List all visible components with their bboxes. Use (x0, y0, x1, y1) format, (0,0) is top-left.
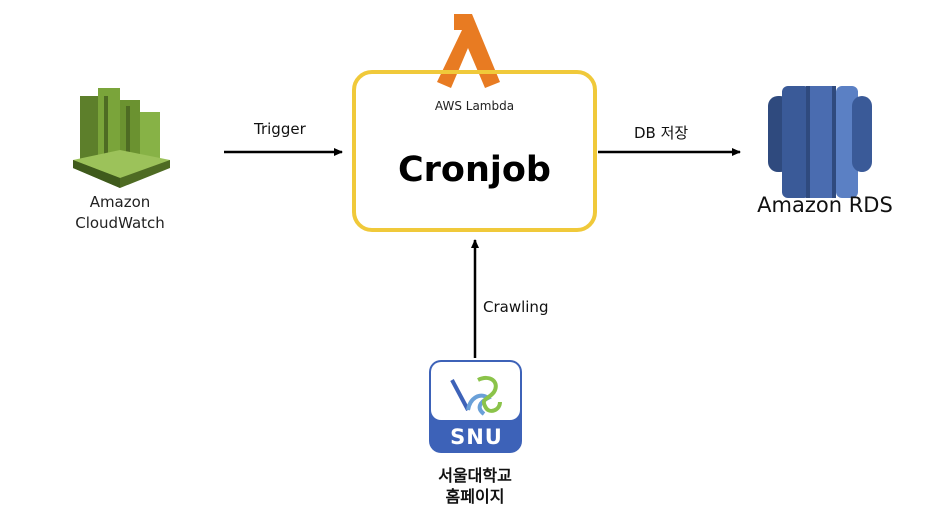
lambda-function-box (352, 70, 597, 232)
crawling-label: Crawling (483, 298, 549, 316)
trigger-label: Trigger (254, 120, 306, 138)
cloudwatch-label-line1: Amazon (89, 193, 151, 211)
db-save-label: DB 저장 (634, 124, 689, 142)
cloudwatch-label: Amazon CloudWatch (60, 192, 180, 234)
snu-logo-icon (429, 360, 522, 453)
cloudwatch-icon (73, 88, 170, 188)
snu-label-line2: 홈페이지 (445, 487, 505, 506)
cronjob-title: Cronjob (397, 150, 551, 190)
rds-label: Amazon RDS (757, 193, 893, 217)
lambda-icon (437, 14, 500, 88)
snu-label-line1: 서울대학교 (438, 466, 512, 485)
rds-icon (768, 86, 872, 198)
snu-badge-text: SNU (450, 425, 503, 449)
lambda-service-label: AWS Lambda (434, 99, 515, 113)
snu-homepage-label: 서울대학교 홈페이지 (400, 465, 550, 507)
cloudwatch-label-line2: CloudWatch (75, 214, 165, 232)
